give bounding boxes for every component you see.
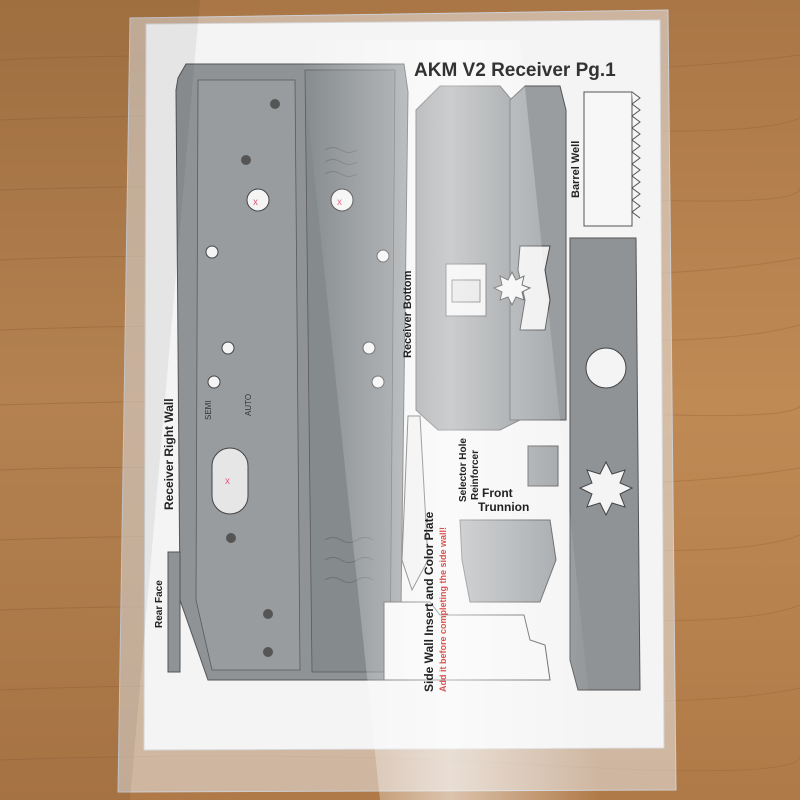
shadow-left — [0, 0, 200, 800]
label-receiver-bottom: Receiver Bottom — [402, 270, 414, 358]
sunlight-beam — [300, 40, 600, 800]
barrel-well-part — [583, 91, 633, 227]
label-trunnion: Trunnion — [478, 500, 530, 514]
selector-slot — [211, 447, 249, 515]
barrel-well-teeth — [631, 91, 641, 219]
svg-text:x: x — [225, 476, 230, 487]
label-side-wall-note: Add it before completing the side wall! — [438, 526, 448, 692]
label-reinforcer: Reinforcer — [470, 449, 481, 500]
label-rear-face: Rear Face — [154, 580, 165, 628]
strip-round-hole — [585, 347, 627, 389]
rear-face-part — [167, 551, 181, 673]
label-barrel-well: Barrel Well — [570, 140, 582, 198]
page-title: AKM V2 Receiver Pg.1 — [414, 60, 616, 81]
receiver-right-wall-inner — [195, 79, 301, 671]
label-receiver-right-wall: Receiver Right Wall — [162, 398, 176, 510]
label-side-wall-insert: Side Wall Insert and Color Plate — [422, 511, 436, 692]
strip-star-hole — [578, 460, 634, 517]
svg-text:x: x — [253, 197, 258, 208]
label-semi: SEMI — [204, 400, 213, 420]
label-front: Front — [482, 486, 513, 500]
label-selector-hole: Selector Hole — [458, 438, 469, 502]
label-auto: AUTO — [244, 393, 253, 416]
